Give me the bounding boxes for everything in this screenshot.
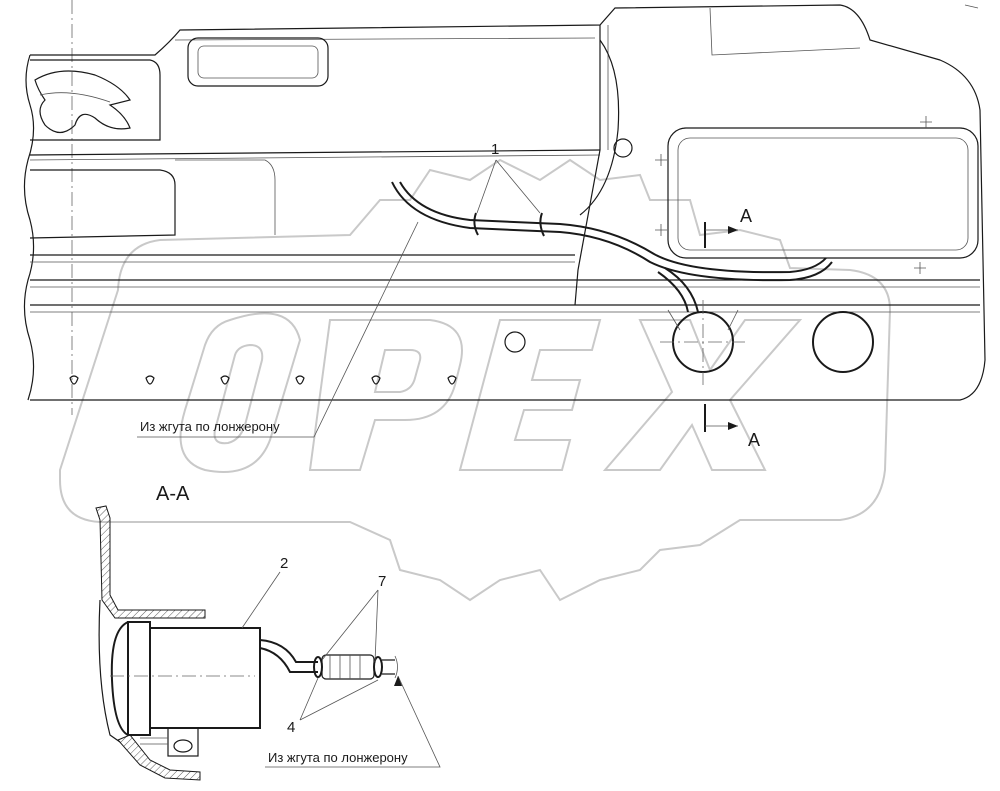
left-panel-box <box>29 169 176 239</box>
callout-1: 1 <box>491 141 499 158</box>
callout-4-leaders <box>299 677 379 721</box>
section-view: A-A 2 7 4 <box>95 483 441 781</box>
mount-clip-hole <box>173 739 193 753</box>
panel-top-outline <box>30 4 986 401</box>
harness-note-bottom-arrow <box>394 676 402 686</box>
clamp-right <box>373 656 383 678</box>
fastener-hole-1 <box>613 138 633 158</box>
lamp-bracket <box>667 309 739 331</box>
rib-1 <box>29 149 601 156</box>
section-arrowhead-bottom <box>728 422 738 430</box>
bottom-notches <box>69 375 457 385</box>
mount-rail <box>140 737 168 745</box>
loop-wire <box>579 39 620 216</box>
callout-7-leaders <box>321 589 379 663</box>
watermark-letter-p <box>308 319 463 471</box>
window-recess-outer <box>667 127 979 259</box>
clamp-left <box>313 656 323 678</box>
section-title: A-A <box>156 483 190 505</box>
callout-7: 7 <box>378 573 386 590</box>
lamp-lens <box>110 621 151 736</box>
harness-wire <box>391 181 833 282</box>
callout-2: 2 <box>280 555 288 572</box>
cross-marks <box>655 4 979 274</box>
bracket-wall-curve <box>98 599 121 743</box>
hatched-bracket <box>95 505 206 619</box>
panel-divider <box>574 25 601 306</box>
handle-slot-inner <box>197 45 319 79</box>
cable-tie-2 <box>539 212 545 237</box>
handle-slot-outer <box>187 37 329 87</box>
hatched-bracket-bottom <box>117 734 201 781</box>
harness-branch-b <box>657 271 689 313</box>
grip-inner-line <box>39 92 111 103</box>
section-mark-top: A <box>740 206 752 226</box>
window-recess-inner <box>677 137 969 251</box>
section-arrowhead-top <box>728 226 738 234</box>
watermark-letters <box>179 312 803 473</box>
watermark-letter-e <box>458 319 602 471</box>
panel-view: 1 A A Из жгута по лонжерону <box>23 0 986 450</box>
callout-1-leaders <box>476 159 541 214</box>
callout-4: 4 <box>287 719 295 736</box>
lamp-center-lines <box>660 300 745 385</box>
lamp-housing <box>149 627 261 729</box>
fastener-hole-2 <box>504 331 526 353</box>
mid-panel-box <box>175 159 276 235</box>
harness-note-bottom: Из жгута по лонжерону <box>268 750 408 765</box>
lamp-wire-lower <box>259 647 318 673</box>
reflector-circle <box>812 311 874 373</box>
panel-top-edge <box>174 37 596 41</box>
watermark-letter-o <box>179 312 302 473</box>
callout-2-leader <box>241 571 281 629</box>
watermark-gear <box>59 158 892 602</box>
harness-break <box>394 655 398 679</box>
cable-tie-1 <box>473 212 479 236</box>
connector-ribs <box>329 655 361 679</box>
panel-top-step <box>709 7 861 56</box>
harness-stub <box>382 659 395 675</box>
harness-note-bottom-leader <box>265 675 441 768</box>
lamp-bezel <box>127 621 151 736</box>
mount-clip <box>167 727 199 757</box>
grip-shape <box>34 70 131 134</box>
grip-recess <box>30 59 161 141</box>
section-mark-bottom: A <box>748 430 760 450</box>
watermark <box>59 158 892 602</box>
lamp-wire-upper <box>259 639 318 663</box>
watermark-letter-x <box>602 319 803 471</box>
harness-note-top-leader <box>137 221 419 438</box>
harness-branch <box>664 267 699 313</box>
harness-note-top: Из жгута по лонжерону <box>140 419 280 434</box>
harness-wire-inner <box>399 181 827 274</box>
panel-break-line <box>23 54 35 401</box>
rib-1b <box>29 154 601 161</box>
